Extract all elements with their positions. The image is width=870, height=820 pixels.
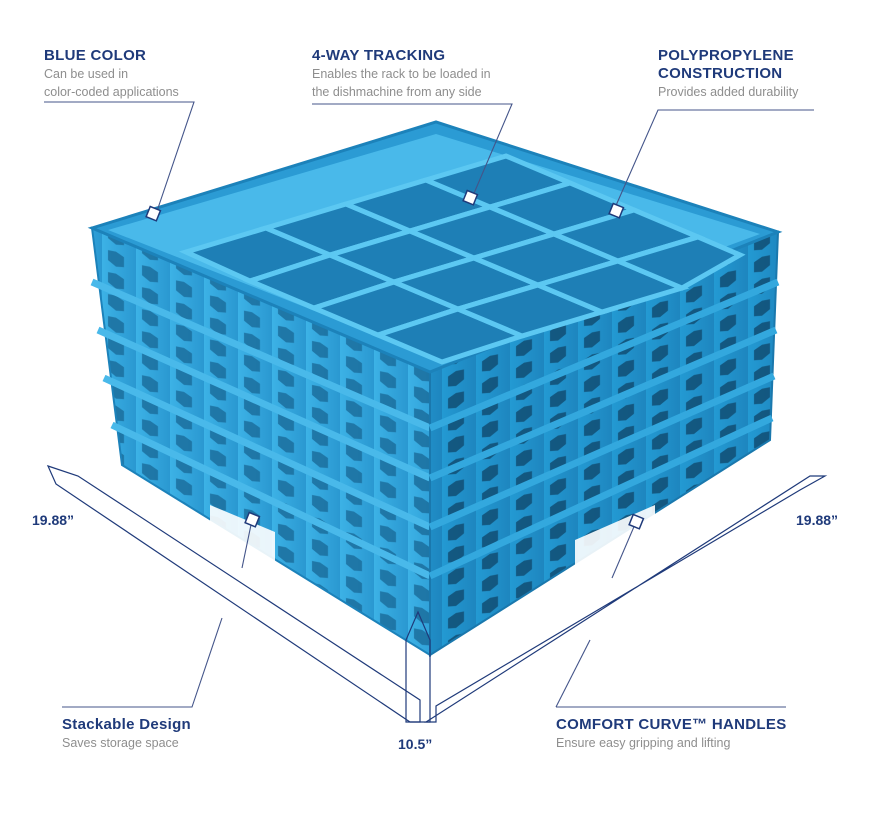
dimension-height-label: 10.5” (398, 736, 433, 752)
callout-desc-line: the dishmachine from any side (312, 85, 482, 99)
leader-lines (44, 101, 814, 708)
dimension-left-label: 19.88” (32, 512, 75, 528)
callout-desc-line: Enables the rack to be loaded in (312, 67, 491, 81)
callout-desc: Provides added durability (658, 85, 799, 99)
callout-title: 4-WAY TRACKING (312, 47, 446, 64)
callout-title: POLYPROPYLENE (658, 47, 794, 64)
callout-desc: Saves storage space (62, 736, 179, 750)
callout-desc: Ensure easy gripping and lifting (556, 736, 731, 750)
callout-desc-line: color-coded applications (44, 85, 179, 99)
callout-blue-color: BLUE COLOR Can be used in color-coded ap… (44, 47, 179, 101)
callout-comfort-curve-handles: COMFORT CURVE™ HANDLES Ensure easy gripp… (556, 716, 787, 752)
callout-polypropylene: POLYPROPYLENE CONSTRUCTION Provides adde… (658, 47, 798, 101)
callout-stackable-design: Stackable Design Saves storage space (62, 716, 191, 752)
callout-desc-line: Can be used in (44, 67, 129, 81)
callout-title: Stackable Design (62, 716, 192, 733)
callout-4-way-tracking: 4-WAY TRACKING Enables the rack to be lo… (312, 47, 491, 101)
callout-title: BLUE COLOR (44, 47, 147, 64)
callout-title: CONSTRUCTION (658, 65, 783, 82)
dimension-lines (46, 465, 828, 723)
callout-markers (145, 189, 645, 530)
callout-title: COMFORT CURVE™ HANDLES (556, 716, 787, 733)
rack-top-grid (87, 120, 783, 374)
rack-left-face (90, 226, 432, 657)
dimension-right-label: 19.88” (796, 512, 839, 528)
